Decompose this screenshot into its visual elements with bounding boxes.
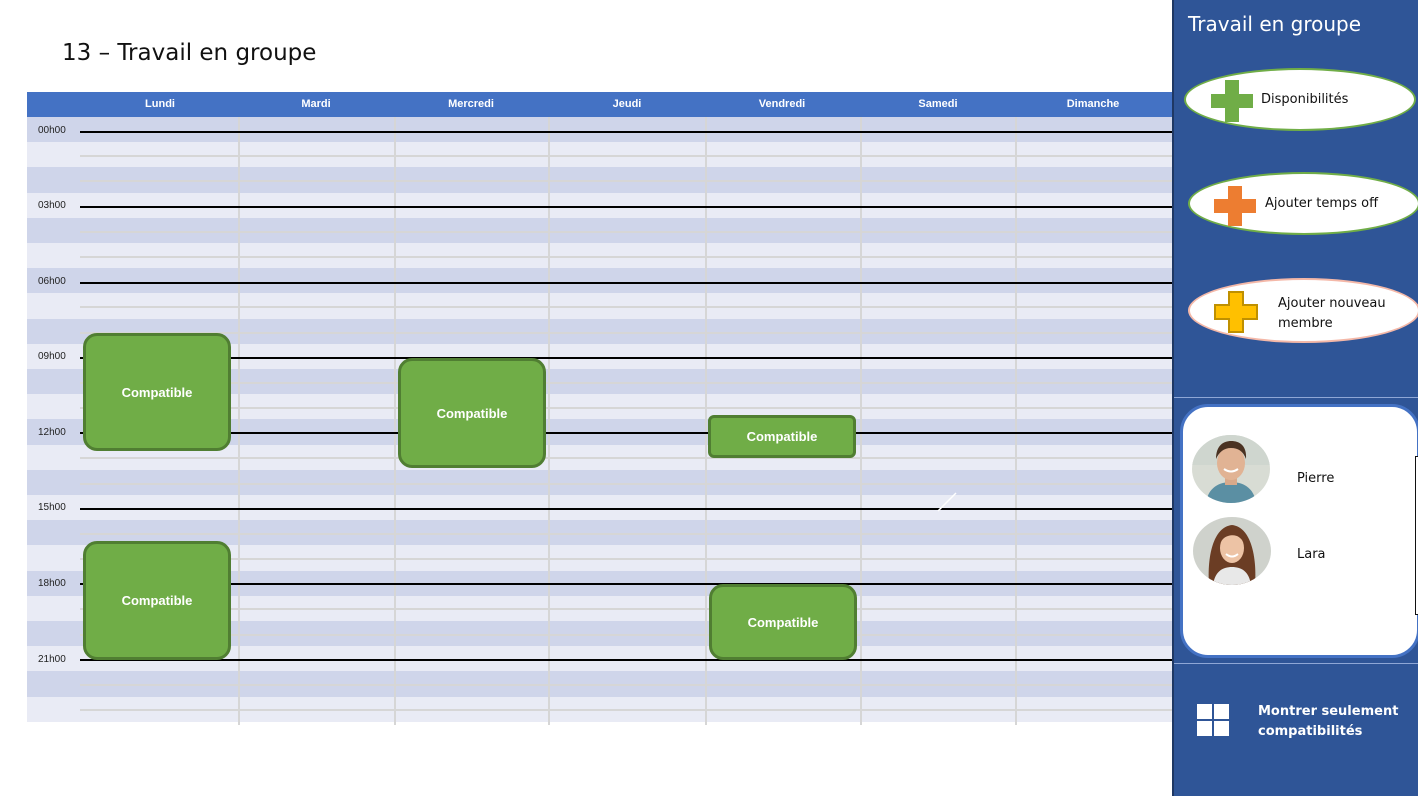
add-member-button[interactable]: Ajouter nouveau membre [1188, 278, 1418, 343]
show-only-compatible-toggle[interactable]: Montrer seulement compatibilités [1258, 702, 1418, 742]
avatar-lara[interactable] [1193, 517, 1271, 585]
member-name-lara: Lara [1297, 547, 1326, 562]
filter-label-line1: Montrer seulement [1258, 704, 1399, 719]
add-member-label: Ajouter nouveau membre [1278, 294, 1386, 334]
availability-button[interactable]: Disponibilités [1184, 68, 1416, 131]
plus-icon [1211, 80, 1253, 122]
compatible-slot[interactable]: Compatible [398, 358, 546, 468]
time-label: 21h00 [38, 654, 66, 665]
avatar-pierre[interactable] [1192, 435, 1270, 503]
compatible-slot[interactable]: Compatible [709, 584, 857, 660]
member-name-pierre: Pierre [1297, 471, 1335, 486]
day-header-vendredi: Vendredi [758, 98, 806, 110]
day-header-mardi: Mardi [301, 98, 331, 110]
filter-label-line2: compatibilités [1258, 724, 1363, 739]
time-label: 09h00 [38, 351, 66, 362]
compatible-slot[interactable]: Compatible [708, 415, 856, 458]
plus-icon [1214, 291, 1258, 333]
time-label: 12h00 [38, 427, 66, 438]
day-header-jeudi: Jeudi [612, 98, 642, 110]
member-list: Pierre Lara [1180, 404, 1418, 658]
compatible-slot[interactable]: Compatible [83, 333, 231, 451]
availability-label: Disponibilités [1261, 92, 1349, 107]
day-header-dimanche: Dimanche [1066, 98, 1120, 110]
add-time-off-button[interactable]: Ajouter temps off [1188, 172, 1418, 235]
time-label: 15h00 [38, 502, 66, 513]
add-member-label-line2: membre [1278, 316, 1333, 331]
time-label: 03h00 [38, 200, 66, 211]
add-member-label-line1: Ajouter nouveau [1278, 296, 1386, 311]
grid-icon[interactable] [1195, 702, 1231, 738]
sidebar: Travail en groupe Disponibilités Ajouter… [1172, 0, 1418, 796]
cursor-mark-icon [937, 492, 957, 512]
day-header-lundi: Lundi [145, 98, 175, 110]
sidebar-title: Travail en groupe [1188, 12, 1362, 36]
time-label: 18h00 [38, 578, 66, 589]
page-title: 13 – Travail en groupe [62, 40, 317, 66]
plus-icon [1214, 186, 1256, 226]
time-label: 06h00 [38, 276, 66, 287]
week-calendar: 00h00 03h00 06h00 09h00 12h00 15h00 18h0… [27, 92, 1172, 725]
day-header-mercredi: Mercredi [448, 98, 494, 110]
day-header-samedi: Samedi [918, 98, 958, 110]
time-label: 00h00 [38, 125, 66, 136]
compatible-slot[interactable]: Compatible [83, 541, 231, 660]
add-time-off-label: Ajouter temps off [1265, 196, 1379, 211]
member-list-scrollbar[interactable] [1415, 456, 1418, 615]
calendar-header: Lundi Mardi Mercredi Jeudi Vendredi Same… [27, 92, 1172, 117]
